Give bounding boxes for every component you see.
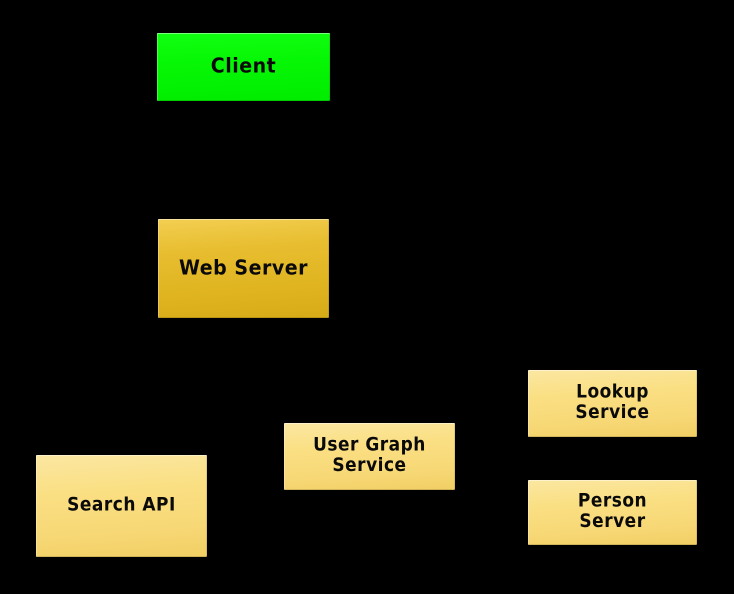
node-label-search-api: Search API [67,494,176,517]
diagram-node-client[interactable]: Client [157,33,330,101]
diagram-node-lookup-service[interactable]: Lookup Service [528,370,697,437]
node-label-person-server: Person Server [577,490,648,534]
diagram-node-web-server[interactable]: Web Server [158,219,329,318]
node-label-web-server: Web Server [179,255,308,280]
node-label-client: Client [210,54,277,79]
node-label-user-graph-service: User Graph Service [313,434,426,478]
diagram-node-search-api[interactable]: Search API [36,455,207,557]
diagram-node-person-server[interactable]: Person Server [528,480,697,545]
node-label-lookup-service: Lookup Service [575,381,650,425]
diagram-node-user-graph-service[interactable]: User Graph Service [284,423,455,490]
